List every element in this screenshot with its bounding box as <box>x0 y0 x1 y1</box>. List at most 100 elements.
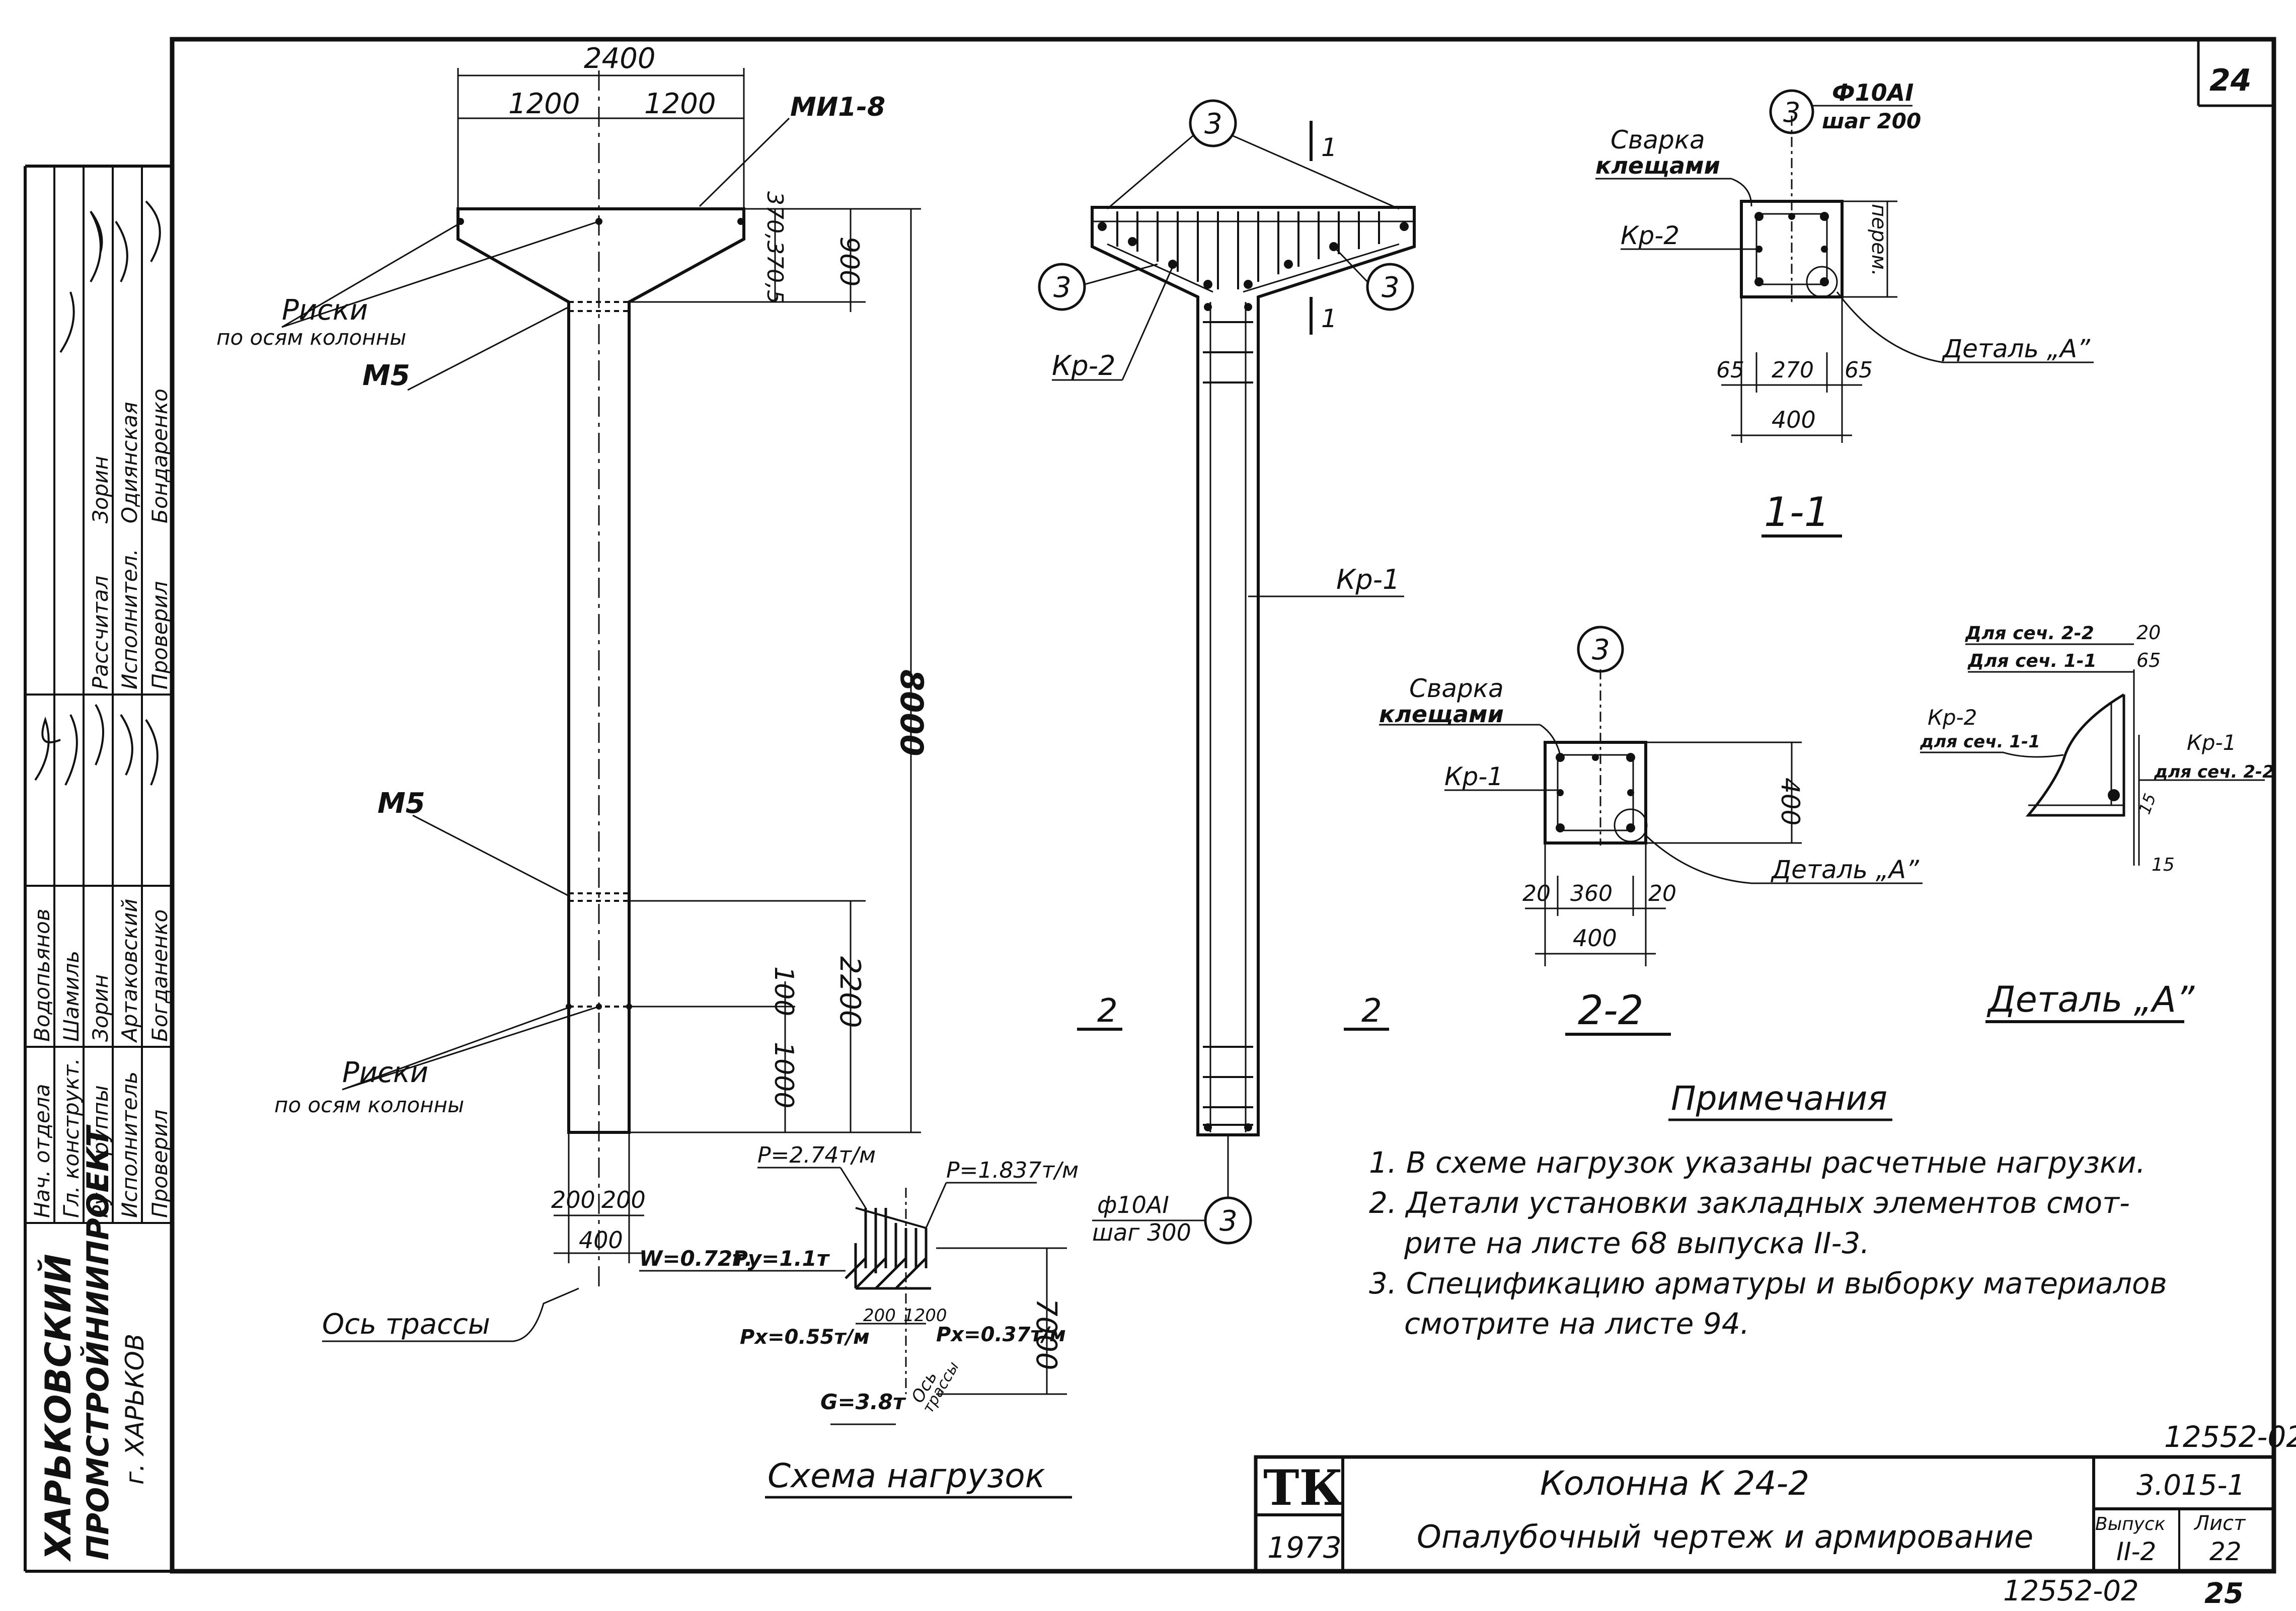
label-marks-bottom-sub: по осям колонны <box>274 1093 464 1117</box>
sec11-bar-spec: Ф10АI <box>1832 79 1914 106</box>
load-p-right: Р=1.837т/м <box>946 1158 1079 1183</box>
detail-a-dim-65: 65 <box>2136 649 2161 671</box>
sec2-right-label: 2 <box>1361 992 1382 1030</box>
sec11-bar-step: шаг 200 <box>1822 109 1921 133</box>
detail-a-kr1-sub: для сеч. 2-2 <box>2154 762 2274 782</box>
stamp-org-3: г. ХАРЬКОВ <box>120 1334 149 1485</box>
dim-400-bottom: 400 <box>579 1226 623 1254</box>
sec-mark-1-top: 1 <box>1321 133 1337 162</box>
stamp-role-3: Рук. группы <box>88 1085 113 1218</box>
stamp-role-2: Гл. конструкт. <box>59 1058 84 1218</box>
load-height-7000: 7000 <box>1030 1298 1062 1370</box>
detail-a-kr2: Кр-2 <box>1928 705 1977 730</box>
dim-900: 900 <box>834 237 864 286</box>
column-elevation: 2400 1200 1200 МИ1-8 8000 900 370,370,5 … <box>216 42 930 1342</box>
bubble-3-left-label: 3 <box>1053 271 1072 304</box>
sec22-dim-20a: 20 <box>1522 881 1551 906</box>
sec22-weld-sub: клещами <box>1379 701 1504 728</box>
sec22-dim-400: 400 <box>1573 925 1617 952</box>
load-scheme-title: Схема нагрузок <box>768 1456 1045 1495</box>
title-block: 12552-02 ТК 1973 Колонна К 24-2 Опалубоч… <box>1254 1420 2296 1610</box>
sec22-weld: Сварка <box>1409 674 1504 703</box>
stamp-org-1: ХАРЬКОВСКИЙ <box>38 1254 79 1562</box>
detail-a-title: Деталь „А” <box>1986 979 2195 1020</box>
title-line-1: Колонна К 24-2 <box>1540 1464 1809 1503</box>
signatures-upper <box>59 200 161 353</box>
column-outline <box>456 207 745 1134</box>
issue-label: Выпуск <box>2095 1514 2166 1535</box>
sec22-cage: Кр-1 <box>1444 762 1503 791</box>
year: 1973 <box>1267 1530 1342 1565</box>
detail-a-kr2-sub: для сеч. 1-1 <box>1920 732 2040 752</box>
sec11-detail: Деталь „А” <box>1942 334 2091 363</box>
sec22-dim-360: 360 <box>1570 881 1613 906</box>
bubble-3-left <box>1038 263 1086 311</box>
load-px-right: Рх=0.37т/м <box>936 1323 1066 1346</box>
sec11-side-dim: перем. <box>1867 204 1890 276</box>
load-g: G=3.8т <box>820 1390 906 1414</box>
sec22-side-dim: 400 <box>1776 778 1805 825</box>
dim-2400: 2400 <box>584 42 656 75</box>
note-1: 1. В схеме нагрузок указаны расчетные на… <box>1369 1145 2146 1180</box>
bubble-3-top-label: 3 <box>1204 108 1222 140</box>
left-stamp-text: ХАРЬКОВСКИЙ ПРОМСТРОЙНИИПРОЕКТ г. ХАРЬКО… <box>30 200 172 1562</box>
stamp-name-3: Зорин <box>88 974 113 1042</box>
stamp-name-5: Богданенко <box>147 909 172 1042</box>
stamp-role-4: Исполнитель <box>117 1071 142 1218</box>
detail-a-kr1: Кр-1 <box>2187 730 2236 755</box>
code-bottom: 12552-02 <box>2003 1575 2139 1607</box>
detail-a-for-sec11: Для сеч. 1-1 <box>1967 651 2097 671</box>
label-marks-top: Риски <box>282 294 368 327</box>
sec11-bubble-label: 3 <box>1783 97 1800 128</box>
stamp-role2-2: Исполнител. <box>117 549 142 689</box>
rebar-view: 1 1 3 3 3 3 Кр-2 Кр-1 ф10АI шаг 300 2 2 <box>1038 99 1416 1246</box>
stamp-name-1: Водопьянов <box>30 908 54 1042</box>
sec11-dim-65a: 65 <box>1716 357 1744 383</box>
org-mark: ТК <box>1263 1460 1343 1516</box>
detail-a-dim-20: 20 <box>2136 622 2161 644</box>
dim-100: 100 <box>769 966 799 1016</box>
detail-a-for-sec22: Для сеч. 2-2 <box>1965 623 2094 644</box>
sec11-bubble <box>1769 89 1814 134</box>
label-m5-top: М5 <box>362 359 410 392</box>
section-1-1: 3 Ф10АI шаг 200 Сварка клещами Кр-2 пере… <box>1595 79 2094 538</box>
sec11-cage: Кр-2 <box>1621 221 1679 250</box>
stamp-role2-1: Рассчитал <box>88 576 113 689</box>
sec11-dim-400: 400 <box>1772 406 1816 433</box>
label-track-axis: Ось трассы <box>322 1308 490 1341</box>
stamp-role-5: Проверил <box>147 1110 172 1218</box>
note-3a: 3. Спецификацию арматуры и выборку матер… <box>1369 1266 2167 1300</box>
sec22-dim-20b: 20 <box>1648 881 1676 906</box>
dim-2200: 2200 <box>833 956 866 1028</box>
sec11-weld: Сварка <box>1611 125 1705 155</box>
left-stamp <box>25 166 172 1224</box>
sec22-detail: Деталь „А” <box>1771 855 1920 884</box>
note-2b: рите на листе 68 выпуска II-3. <box>1404 1226 1870 1260</box>
sec-mark-1-bottom: 1 <box>1321 304 1337 333</box>
inner-frame <box>170 37 2276 1574</box>
note-2a: 2. Детали установки закладных элементов … <box>1369 1186 2130 1220</box>
signatures-lower <box>34 704 159 786</box>
dim-200-a: 200 <box>551 1186 595 1213</box>
label-mi1-8: МИ1-8 <box>790 92 885 122</box>
sec2-left-label: 2 <box>1097 992 1118 1030</box>
dim-1000: 1000 <box>769 1042 799 1108</box>
load-scheme: 7000 Р=2.74т/м Р=1.837т/м W=0.72т. Рy=1.… <box>639 1142 1079 1499</box>
stamp-name2-1: Зорин <box>88 456 113 523</box>
sec22-bubble <box>1577 626 1624 673</box>
sec11-weld-sub: клещами <box>1595 152 1720 179</box>
label-marks-top-sub: по осям колонны <box>216 325 406 350</box>
stamp-name2-2: Одиянская <box>117 402 142 523</box>
label-kr2: Кр-2 <box>1052 350 1115 381</box>
load-py: Рy=1.1т <box>732 1246 830 1271</box>
bubble-3-bottom-label: 3 <box>1219 1205 1238 1238</box>
load-px-left: Рх=0.55т/м <box>740 1326 870 1349</box>
label-kr1: Кр-1 <box>1336 564 1400 595</box>
title-line-2: Опалубочный чертеж и армирование <box>1417 1518 2033 1555</box>
page-number: 25 <box>2204 1577 2244 1610</box>
series: 3.015-1 <box>2136 1469 2245 1502</box>
corner-number-box: 24 <box>2197 39 2274 107</box>
sec22-title: 2-2 <box>1578 987 1644 1034</box>
detail-a-outline <box>2025 693 2125 817</box>
